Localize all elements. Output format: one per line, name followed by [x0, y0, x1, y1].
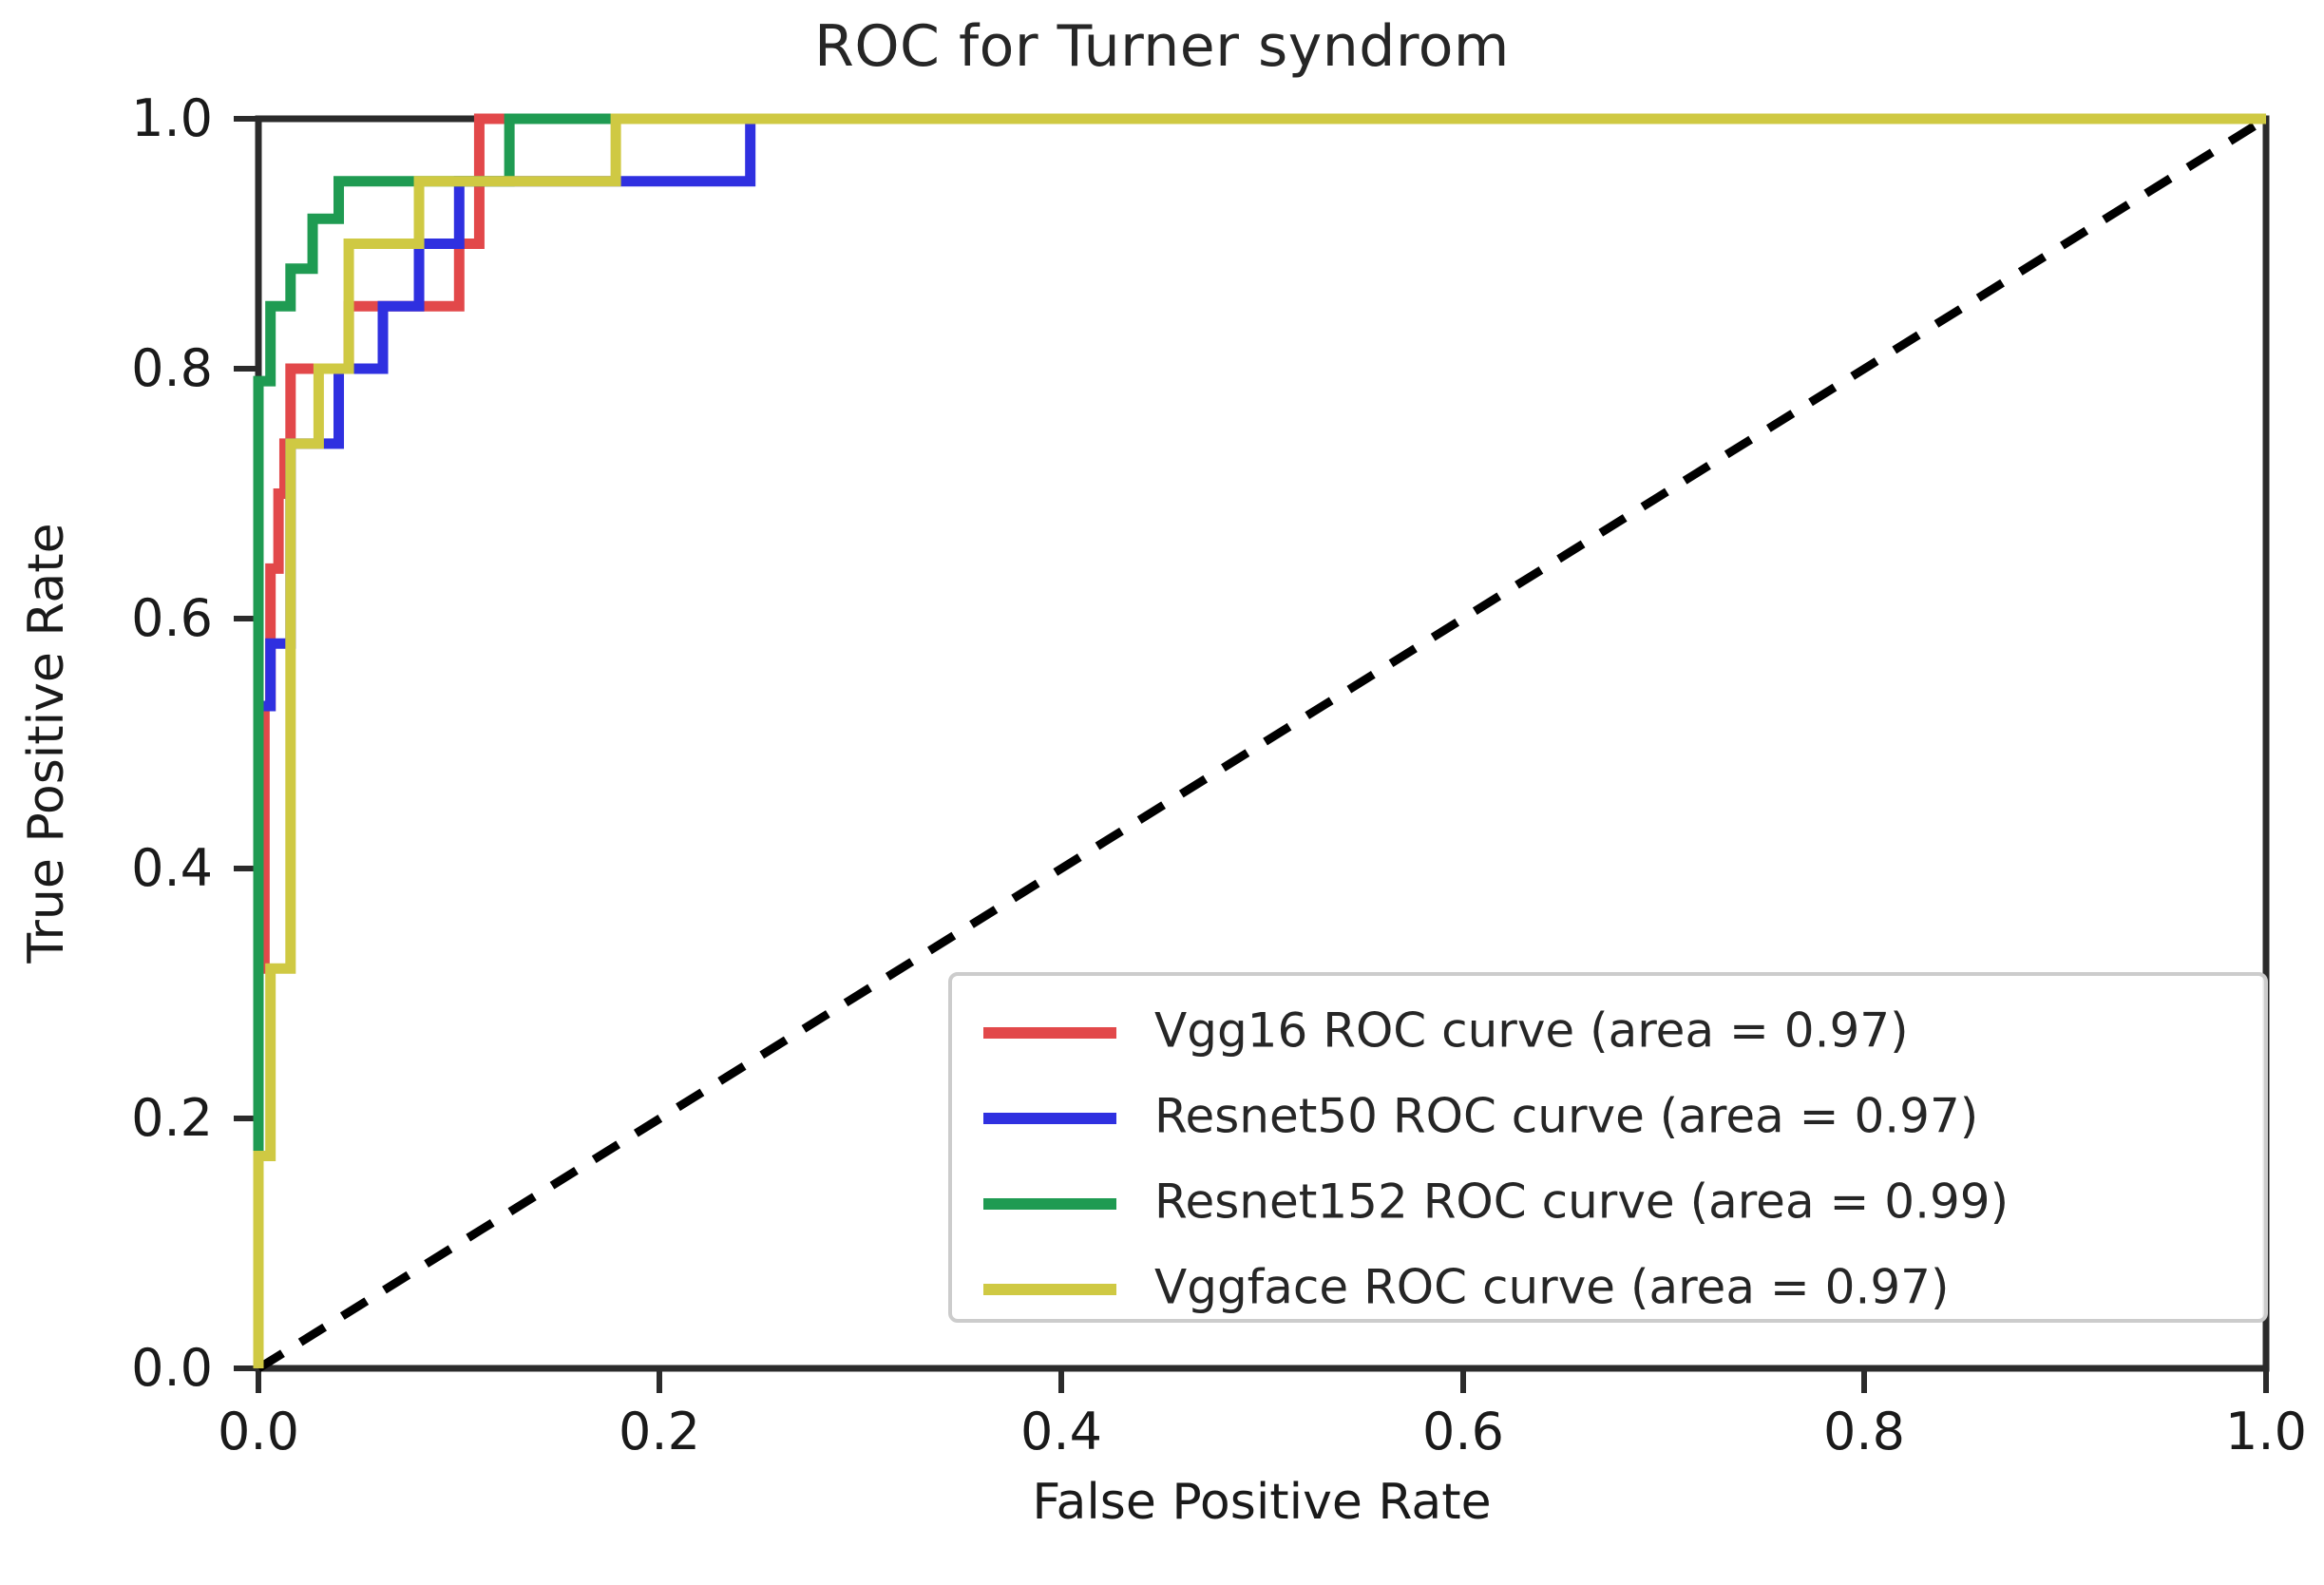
legend-label-vggface: Vggface ROC curve (area = 0.97) [1154, 1260, 1949, 1315]
y-tick-label-2: 0.4 [131, 838, 213, 898]
legend-background [948, 972, 2268, 1323]
legend-label-resnet152: Resnet152 ROC curve (area = 0.99) [1154, 1174, 2009, 1230]
chart-title: ROC for Turner syndrom [814, 13, 1510, 80]
legend-label-vgg16: Vgg16 ROC curve (area = 0.97) [1154, 1003, 1909, 1059]
y-axis-tick-labels: 0.0 0.2 0.4 0.6 0.8 1.0 [131, 88, 213, 1398]
y-tick-label-0: 0.0 [131, 1338, 213, 1398]
x-tick-label-0: 0.0 [218, 1402, 299, 1461]
x-tick-label-2: 0.4 [1020, 1402, 1102, 1461]
y-tick-label-3: 0.6 [131, 588, 213, 648]
x-tick-label-5: 1.0 [2225, 1402, 2307, 1461]
x-axis-tick-labels: 0.0 0.2 0.4 0.6 0.8 1.0 [218, 1402, 2307, 1461]
y-tick-label-4: 0.8 [131, 338, 213, 398]
x-tick-label-1: 0.2 [619, 1402, 700, 1461]
x-tick-label-3: 0.6 [1422, 1402, 1504, 1461]
y-tick-label-1: 0.2 [131, 1088, 213, 1148]
legend-label-resnet50: Resnet50 ROC curve (area = 0.97) [1154, 1089, 1978, 1144]
x-tick-label-4: 0.8 [1823, 1402, 1905, 1461]
y-axis-title: True Positive Rate [18, 523, 75, 964]
chart-legend: Vgg16 ROC curve (area = 0.97) Resnet50 R… [948, 972, 2268, 1323]
x-axis-title: False Positive Rate [1032, 1474, 1491, 1531]
roc-curve-vggface [253, 113, 2266, 1368]
y-tick-label-5: 1.0 [131, 88, 213, 148]
x-axis-ticks [256, 1368, 2269, 1393]
